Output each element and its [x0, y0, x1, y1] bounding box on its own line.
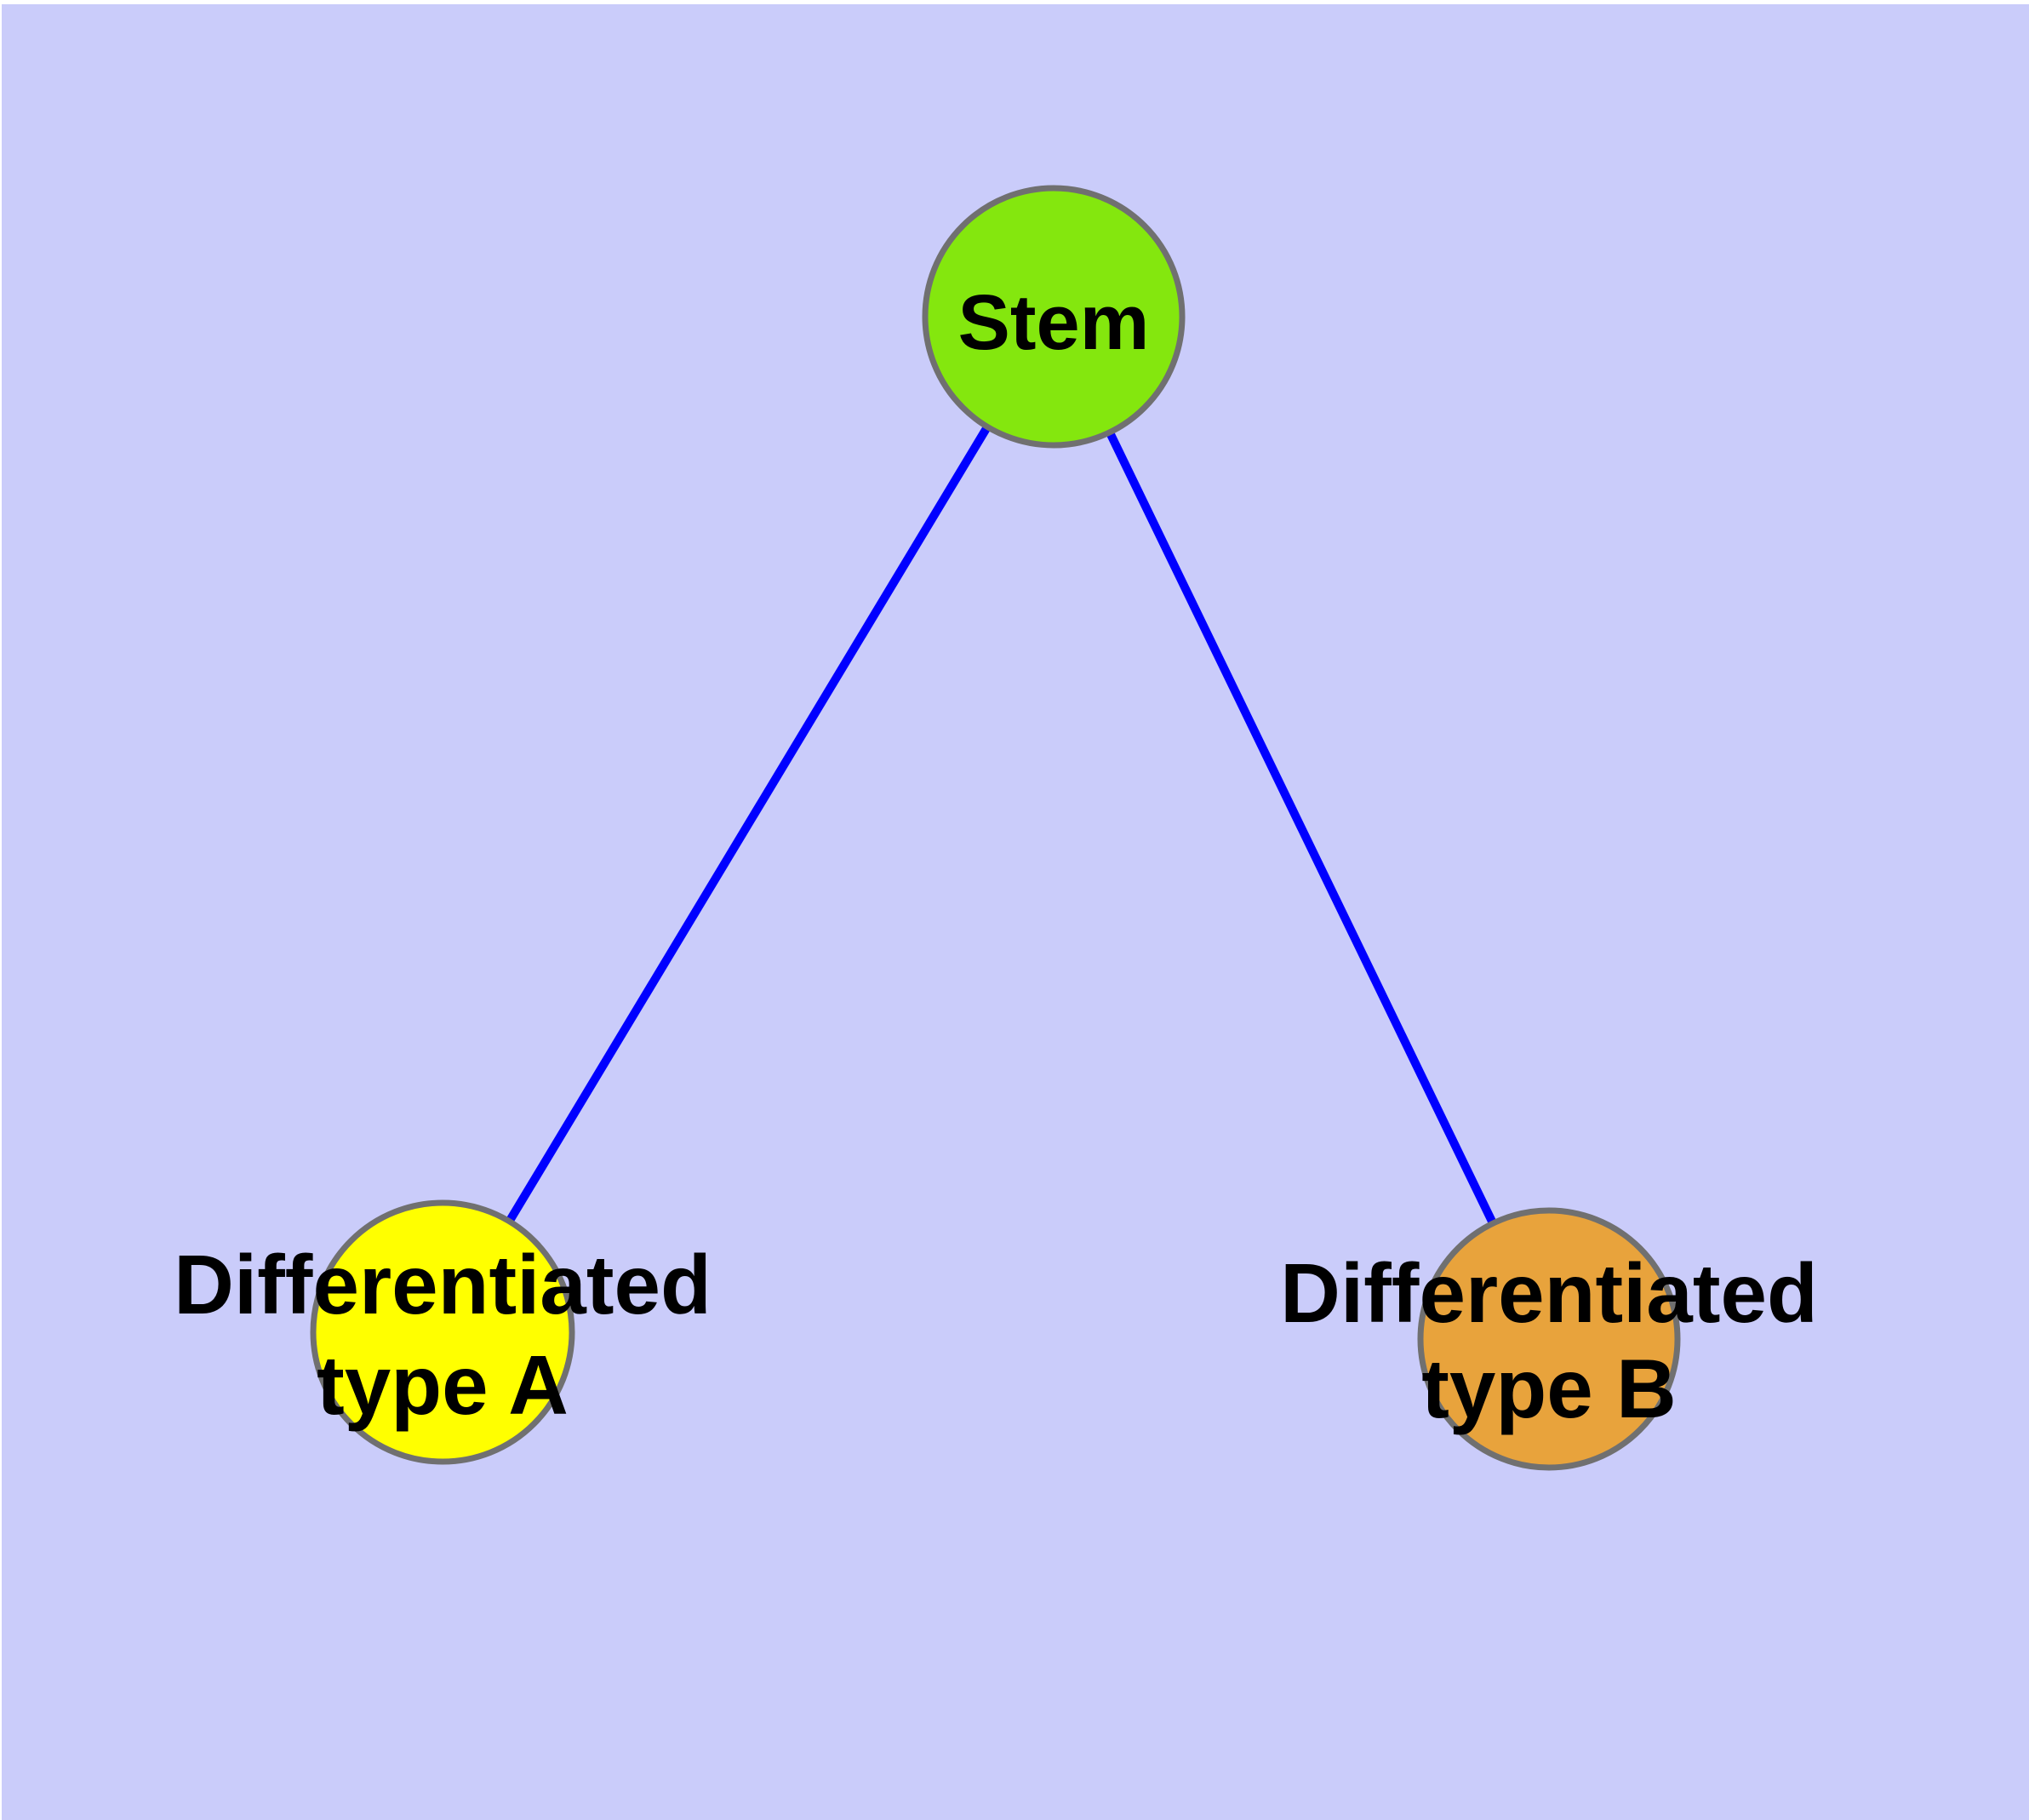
stem-node-label: Stem [958, 279, 1150, 366]
edge-stem-to-type-b [1049, 314, 1553, 1342]
type-b-label-line2: type B [1421, 1342, 1677, 1435]
type-b-label-line1: Differentiated [1280, 1246, 1818, 1340]
type-b-node-circle [1417, 1207, 1681, 1471]
type-a-label-line2: type A [317, 1338, 569, 1432]
type-a-node-circle [310, 1199, 575, 1465]
stem-node-circle [922, 185, 1186, 449]
type-a-label-line1: Differentiated [174, 1238, 712, 1331]
edge-stem-to-type-a [438, 314, 1058, 1335]
